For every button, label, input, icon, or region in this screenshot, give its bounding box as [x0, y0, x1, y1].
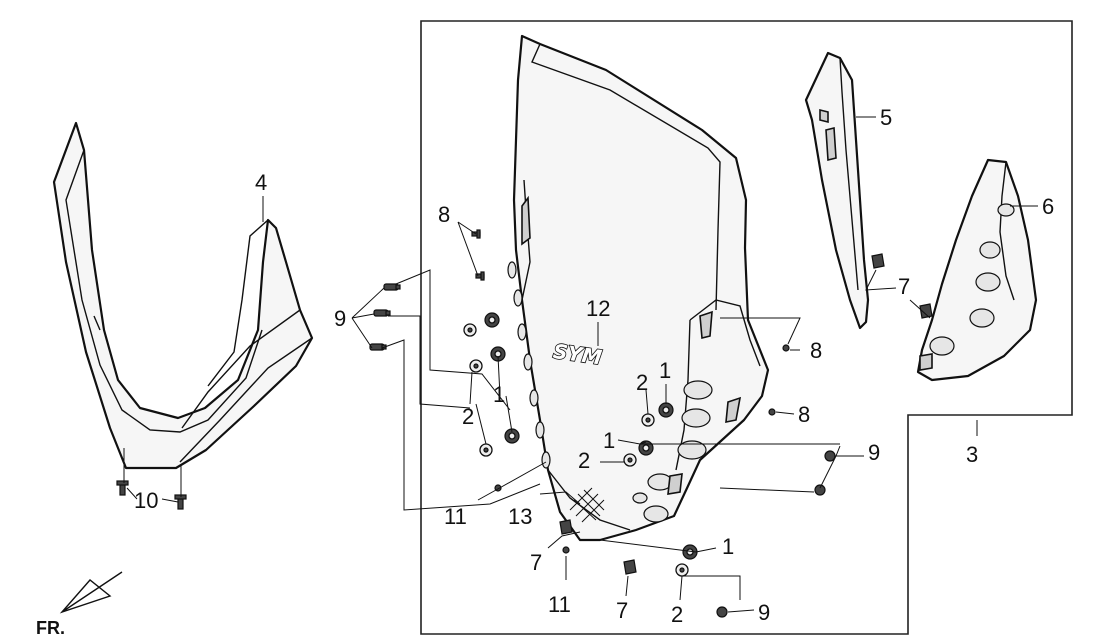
- callout-8: 8: [438, 202, 450, 227]
- part-side-bracket-5: [804, 51, 870, 330]
- callout-2: 2: [636, 370, 648, 395]
- callout-10: 10: [134, 488, 158, 513]
- assembly-frame: [420, 20, 1073, 635]
- callout-1: 1: [493, 382, 505, 407]
- callout-9: 9: [758, 600, 770, 625]
- callout-2: 2: [671, 602, 683, 627]
- callout-12: 12: [586, 296, 610, 321]
- callout-6: 6: [1042, 194, 1054, 219]
- front-marker-label: FR.: [36, 618, 65, 638]
- callout-7: 7: [898, 274, 910, 299]
- callout-8: 8: [798, 402, 810, 427]
- callout-7: 7: [530, 550, 542, 575]
- callout-13: 13: [508, 504, 532, 529]
- screws-8-11: [471, 229, 790, 554]
- callout-3: 3: [966, 442, 978, 467]
- callout-2: 2: [462, 404, 474, 429]
- leader-10: [123, 448, 182, 503]
- part-windshield: [512, 34, 770, 542]
- callout-9: 9: [334, 306, 346, 331]
- callout-labels: 1 1 1 1 2 2 2 2 3 4 5 6 7 7 7 8 8 8 9 9 …: [134, 105, 1054, 627]
- front-direction-marker: FR.: [36, 571, 123, 638]
- callout-7: 7: [616, 598, 628, 623]
- callout-1: 1: [603, 428, 615, 453]
- callout-5: 5: [880, 105, 892, 130]
- screw-10-a: [116, 480, 129, 496]
- callout-4: 4: [255, 170, 267, 195]
- callout-11: 11: [548, 592, 571, 617]
- mesh-13: [569, 487, 605, 523]
- part-front-cover: [52, 121, 314, 470]
- windshield-holes: [507, 261, 742, 523]
- callout-8: 8: [810, 338, 822, 363]
- callout-2: 2: [578, 448, 590, 473]
- callout-1: 1: [659, 358, 671, 383]
- clips-7: [559, 253, 933, 575]
- leader-lines: [262, 116, 1038, 613]
- callout-9: 9: [868, 440, 880, 465]
- callout-11: 11: [444, 504, 467, 529]
- part-side-bracket-6: [916, 158, 1038, 382]
- callout-1: 1: [722, 534, 734, 559]
